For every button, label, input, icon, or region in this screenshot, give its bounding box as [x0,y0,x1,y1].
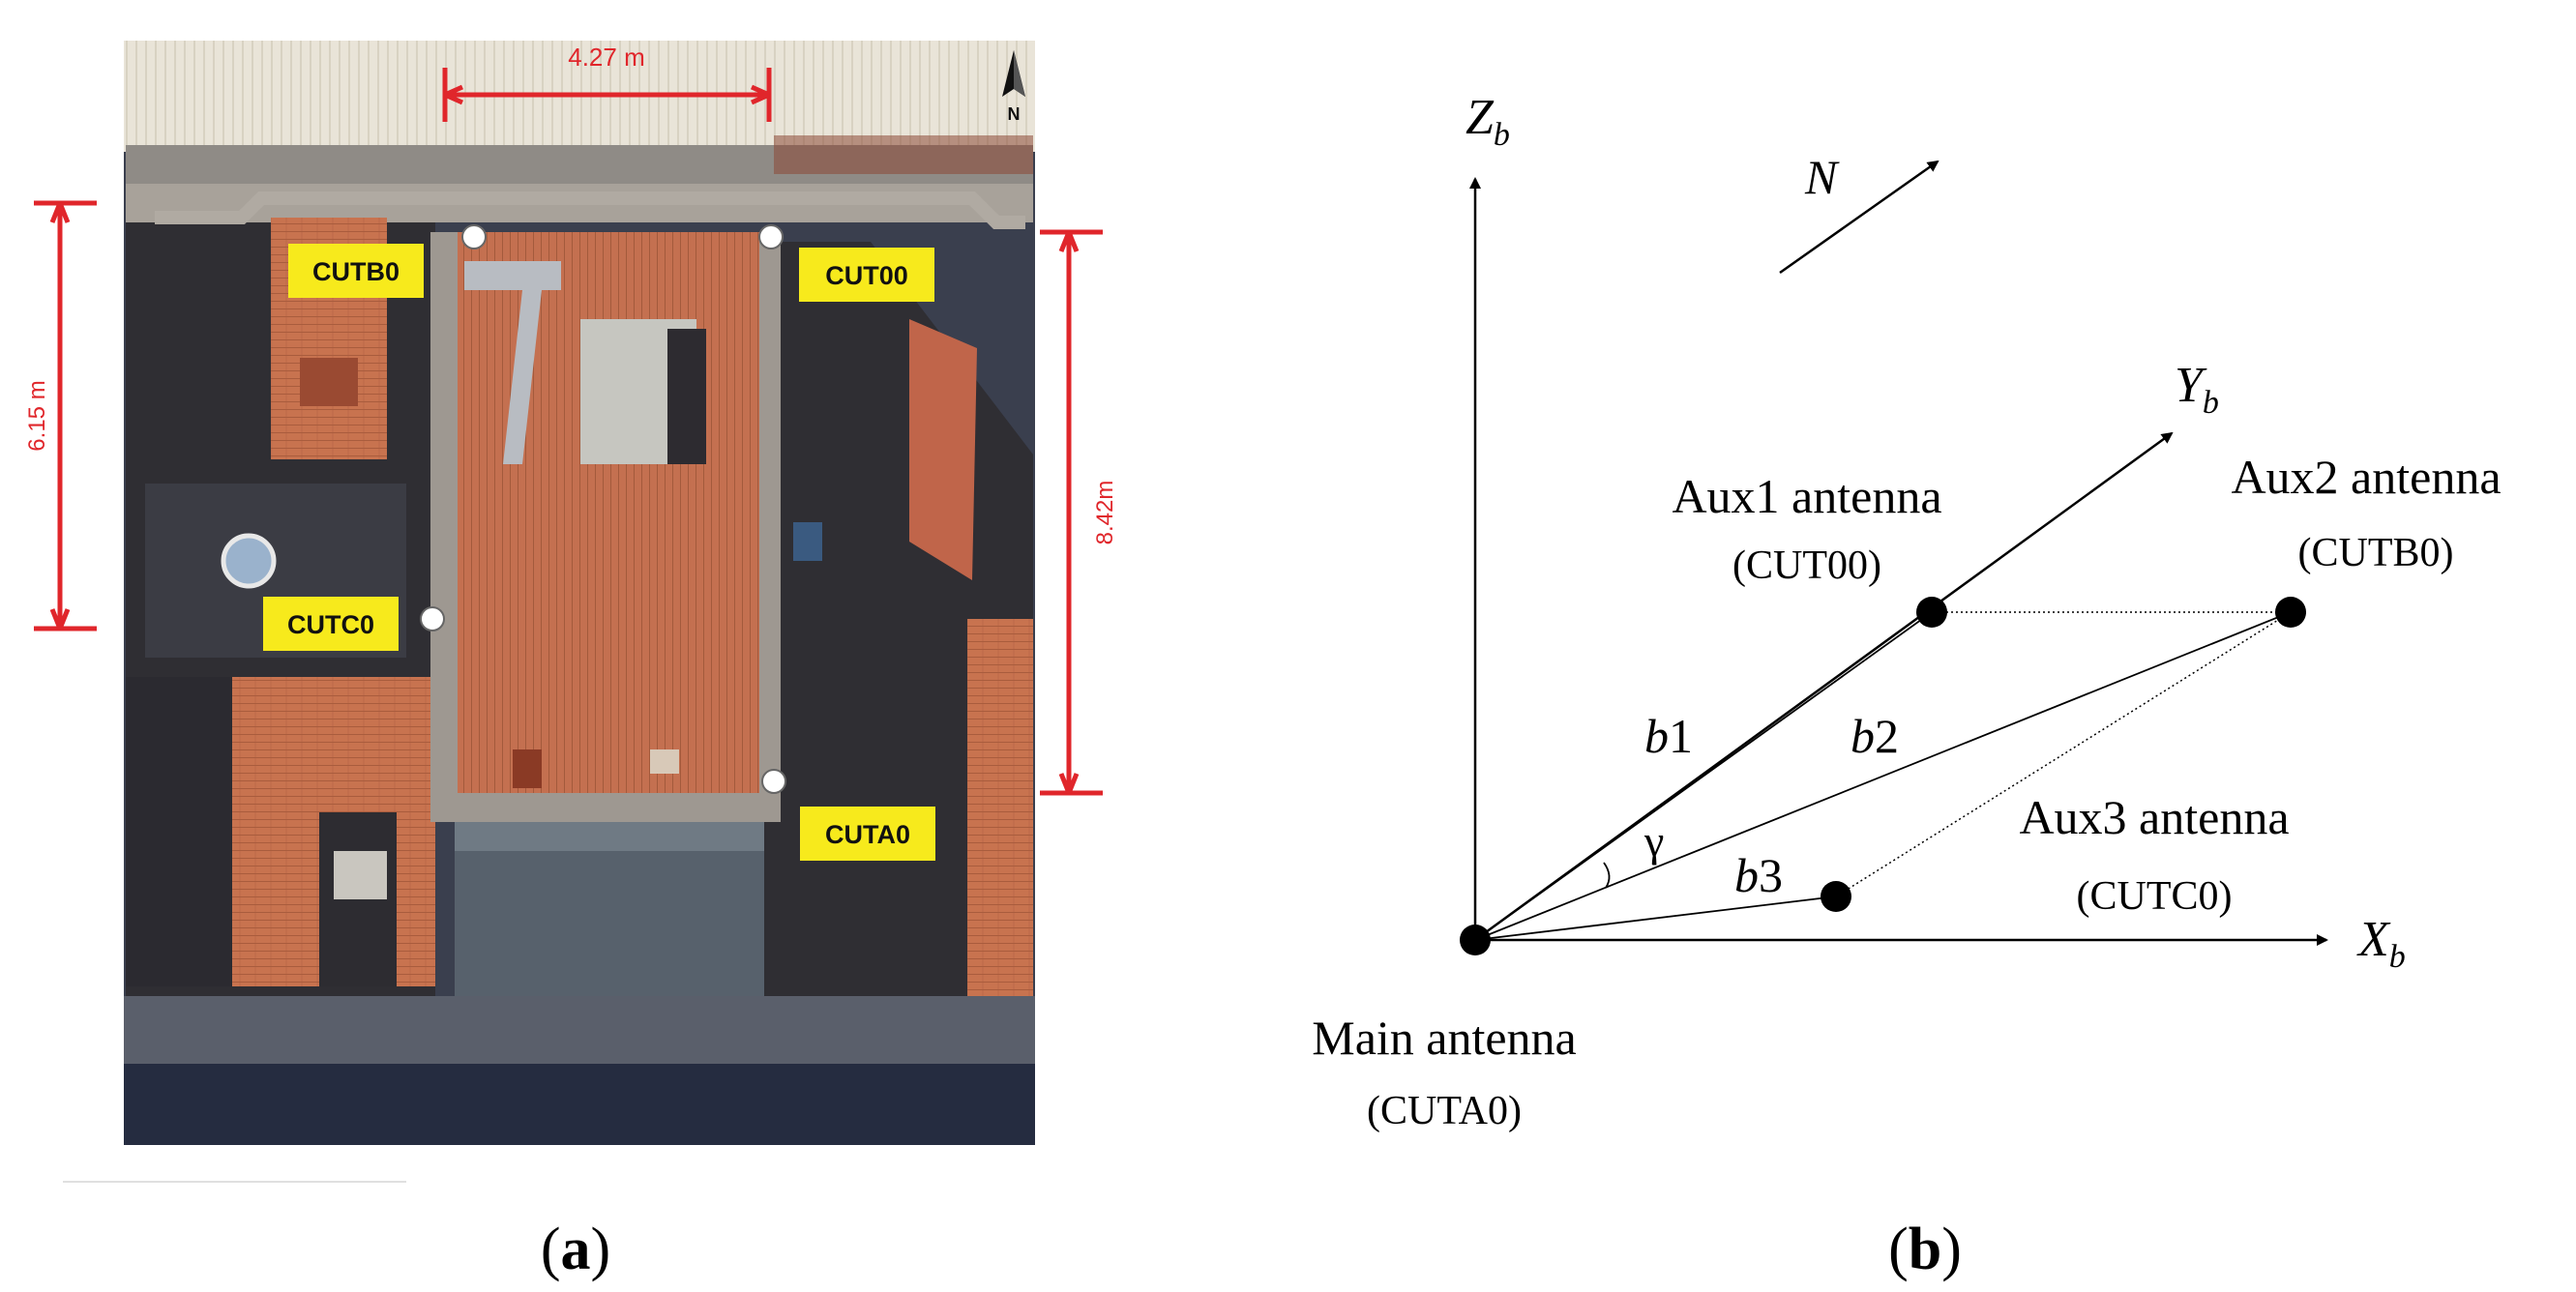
north-arrow-icon [1002,50,1025,97]
main-id: (CUTA0) [1367,1089,1522,1133]
antenna-point-cut00 [758,224,784,250]
north-letter: N [1008,104,1021,124]
north-arrow [1779,160,1939,275]
label-cut00-text: CUT00 [825,261,908,290]
x-axis-label: Xb [2356,912,2406,975]
baseline-b3-label: b3 [1734,848,1783,902]
angle-gamma-label: γ [1643,816,1664,866]
baseline-b1 [1474,611,1933,941]
baseline-b3 [1474,896,1837,941]
caption-a: (a) [541,1217,610,1282]
antenna-diagram [1469,160,2328,946]
aerial-photo: N [124,41,1035,1145]
label-cuta0: CUTA0 [800,807,935,861]
aux2-name: Aux2 antenna [2231,450,2501,504]
aux2-antenna-point [2275,597,2306,628]
label-cutb0-text: CUTB0 [312,257,400,286]
baseline-b2-label: b2 [1851,709,1899,763]
dimension-top-label: 4.27 m [568,43,645,72]
y-axis-label: Yb [2175,358,2219,421]
aux3-name: Aux3 antenna [2019,790,2289,844]
aux3-antenna-point [1821,881,1851,912]
label-cuta0-text: CUTA0 [825,820,910,849]
antenna-point-cutc0 [420,606,445,631]
label-cutc0: CUTC0 [263,597,399,651]
dimension-top [442,68,772,122]
angle-arc [1603,862,1611,889]
dimension-right-label: 8.42m [1092,481,1118,545]
dimension-right [1040,229,1103,796]
main-name: Main antenna [1312,1011,1577,1065]
baseline-b2 [1474,611,2292,941]
dimension-left-label: 6.15 m [24,380,50,451]
aux2-id: (CUTB0) [2298,531,2454,575]
label-cutb0: CUTB0 [288,244,424,298]
y-axis [1474,431,2174,942]
antenna-point-cutb0 [461,224,487,250]
label-cutc0-text: CUTC0 [287,610,374,639]
aux3-id: (CUTC0) [2077,874,2233,919]
aux1-id: (CUT00) [1732,543,1881,588]
connector-aux3-aux2 [1835,611,2292,897]
dimension-left [34,200,97,631]
antenna-point-cuta0 [761,769,786,794]
aux1-name: Aux1 antenna [1672,469,1941,523]
north-label: N [1804,150,1840,204]
label-cut00: CUT00 [799,248,934,302]
caption-b: (b) [1888,1217,1962,1282]
z-axis-label: Zb [1466,90,1510,153]
baseline-b1-label: b1 [1644,709,1693,763]
